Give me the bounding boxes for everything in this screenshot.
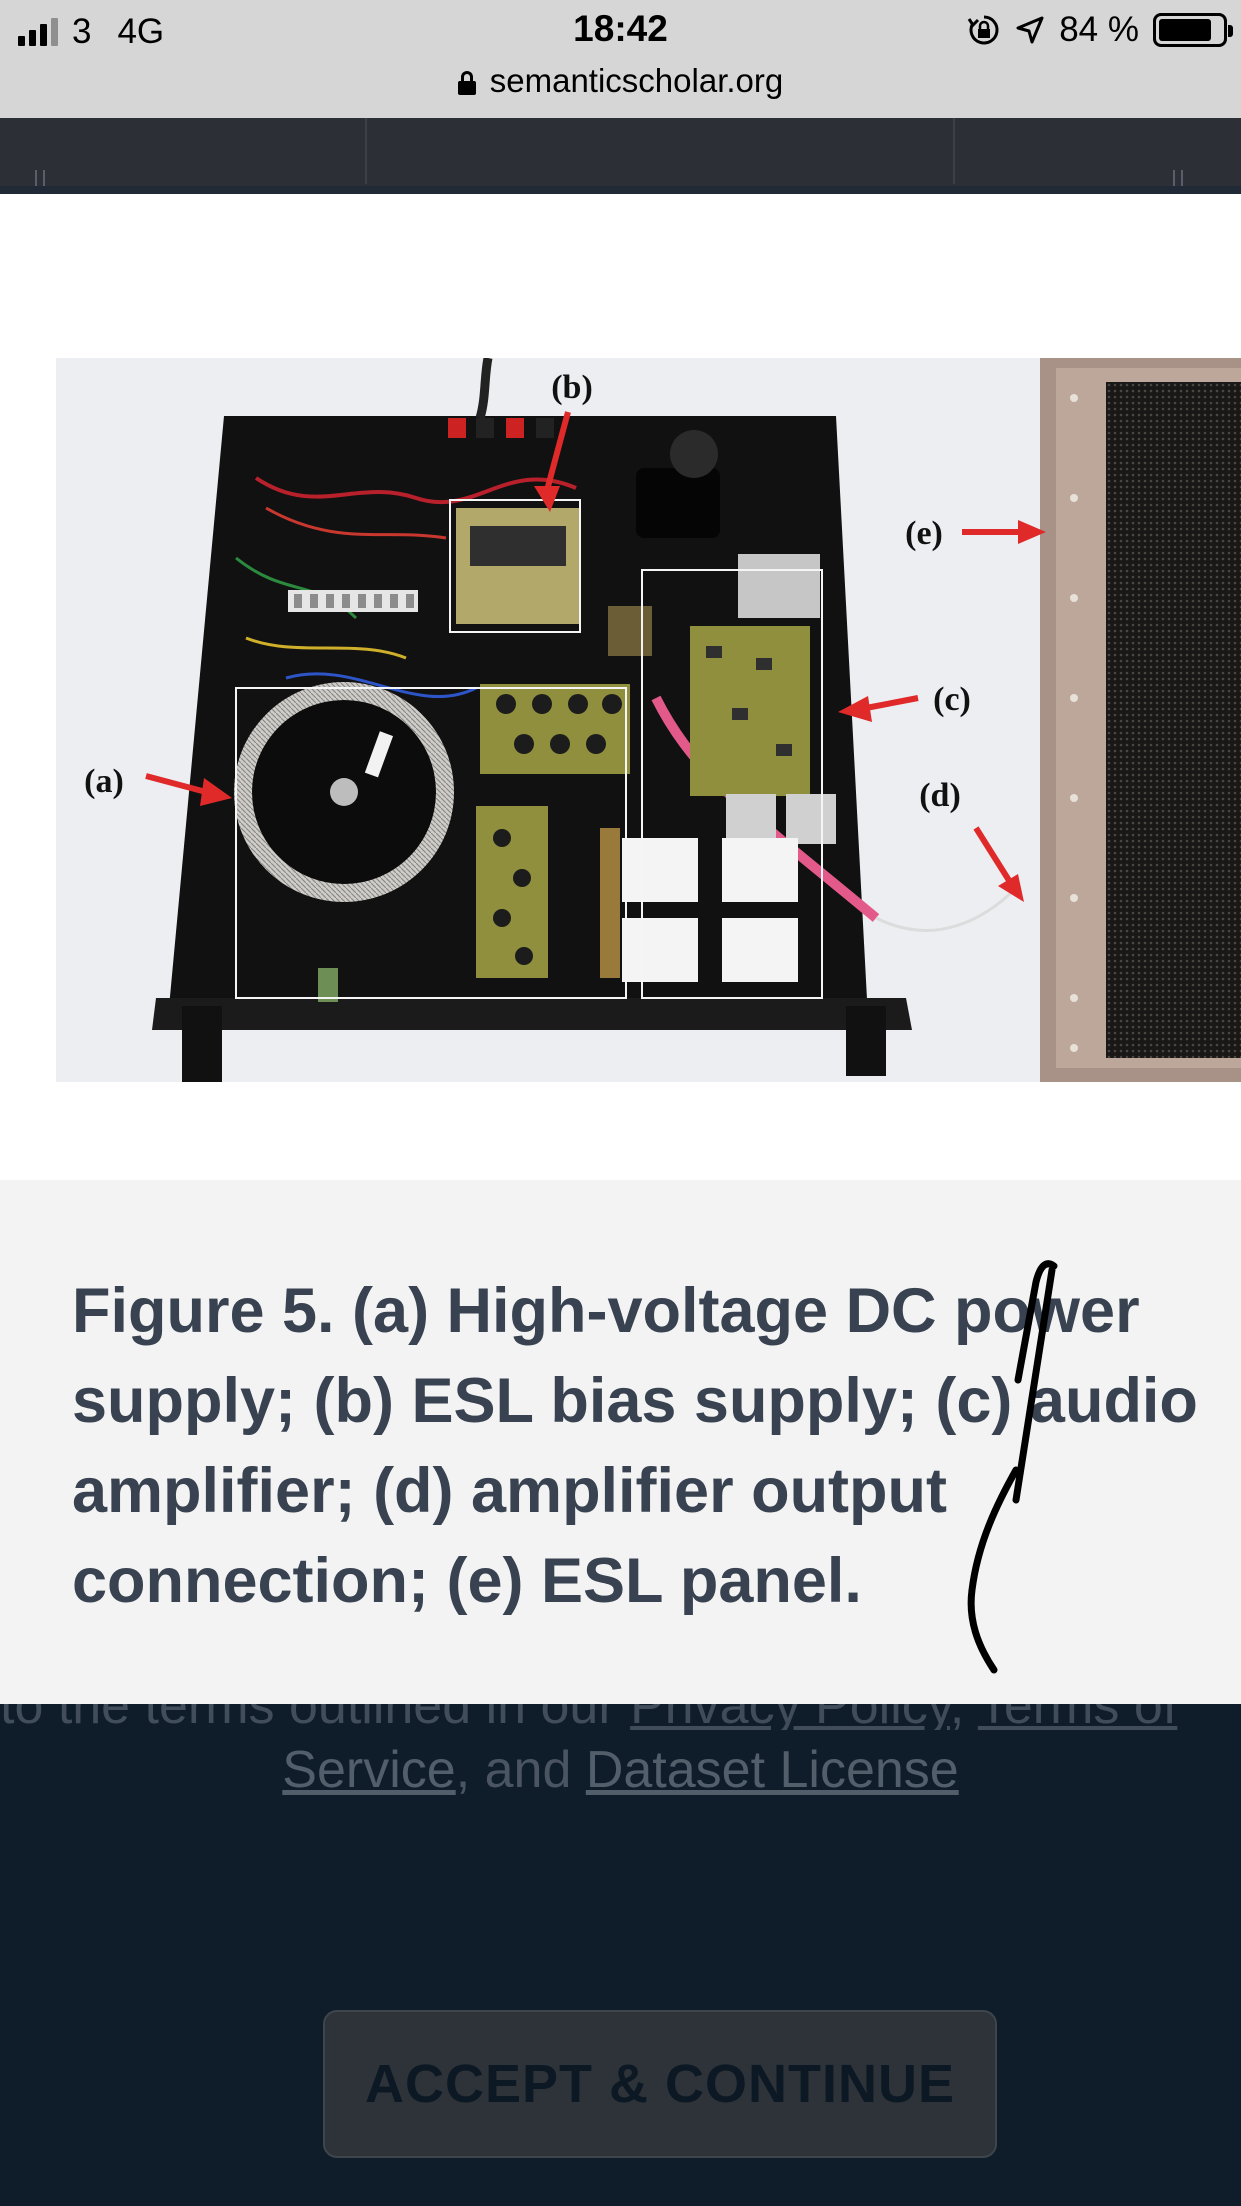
- dataset-license-link[interactable]: Dataset License: [585, 1741, 959, 1799]
- figure-label-a: (a): [84, 763, 124, 800]
- signal-icon: [18, 18, 58, 46]
- accept-continue-button[interactable]: ACCEPT & CONTINUE: [323, 2010, 997, 2158]
- figure-caption: Figure 5. (a) High-voltage DC power supp…: [72, 1276, 1198, 1616]
- header-decoration: [35, 118, 1183, 188]
- figure-label-d: (d): [919, 777, 961, 814]
- status-bar: 3 4G 18:42 84 % semanticscholar.org: [0, 0, 1241, 118]
- figure-photo: (b) (e) (c) (d) (a): [56, 358, 1241, 1082]
- url-text: semanticscholar.org: [489, 62, 784, 99]
- battery-percent: 84 %: [1059, 10, 1139, 49]
- consent-text: to the terms outlined in our: [0, 1704, 630, 1730]
- battery-icon: [1153, 13, 1233, 47]
- consent-and: , and: [455, 1741, 586, 1799]
- network-label: 4G: [117, 12, 165, 51]
- figure-label-c: (c): [933, 681, 971, 718]
- lock-icon: [457, 71, 476, 95]
- figure-caption-panel: Figure 5. (a) High-voltage DC power supp…: [0, 1180, 1241, 1704]
- carrier-label: 3: [72, 12, 92, 51]
- status-right: 84 %: [967, 8, 1233, 52]
- rotation-lock-icon: [967, 15, 999, 45]
- url-bar[interactable]: semanticscholar.org: [0, 58, 1241, 104]
- consent-text-partial: to the terms outlined in our Privacy Pol…: [0, 1704, 1241, 1730]
- service-link[interactable]: Service: [282, 1741, 456, 1799]
- figure-container: (b) (e) (c) (d) (a): [0, 194, 1241, 1180]
- consent-text-line2: Service, and Dataset License: [0, 1740, 1241, 1800]
- location-arrow-icon: [1016, 16, 1044, 44]
- status-time: 18:42: [573, 8, 668, 49]
- site-header-strip: [0, 118, 1241, 194]
- status-left: 3 4G: [18, 10, 164, 54]
- consent-comma: ,: [950, 1704, 978, 1730]
- figure-label-e: (e): [905, 515, 943, 552]
- terms-link[interactable]: Terms of: [978, 1704, 1177, 1730]
- cookie-consent-banner: to the terms outlined in our Privacy Pol…: [0, 1704, 1241, 2206]
- figure-image[interactable]: (b) (e) (c) (d) (a): [56, 358, 1241, 1082]
- figure-label-b: (b): [551, 369, 593, 406]
- privacy-policy-link[interactable]: Privacy Policy: [630, 1704, 950, 1730]
